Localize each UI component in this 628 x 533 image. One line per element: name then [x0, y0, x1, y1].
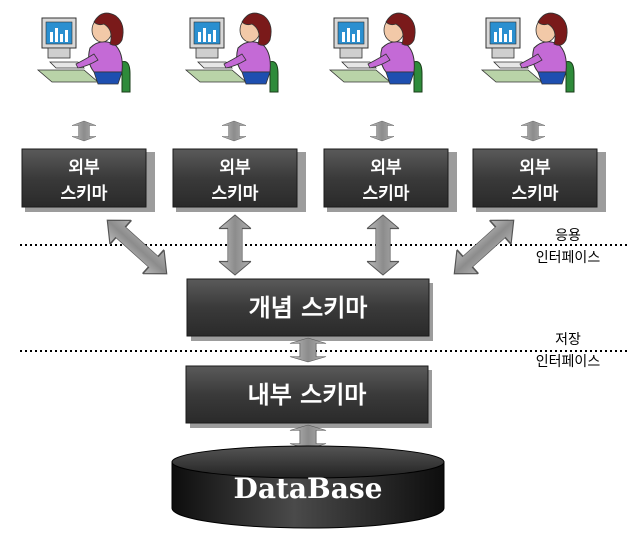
user-group-4: 외부 스키마	[472, 12, 606, 212]
external-schema-box	[21, 148, 147, 208]
internal-to-database-arrow	[289, 424, 327, 450]
storage-interface-label-line2: 인터페이스	[536, 354, 601, 370]
external-schema-label-line1: 외부	[519, 158, 551, 178]
external-schema-label-line1: 외부	[68, 158, 100, 178]
external-schema-label-line2: 스키마	[212, 184, 259, 204]
user-to-external-arrow	[369, 120, 395, 142]
external-schema-box	[172, 148, 298, 208]
conceptual-schema-box	[186, 278, 430, 337]
external-schema-box	[472, 148, 598, 208]
external-schema-label-line2: 스키마	[512, 184, 559, 204]
database-label: DataBase	[234, 472, 383, 505]
internal-schema-label: 내부 스키마	[248, 381, 367, 409]
user-to-external-arrow	[71, 120, 97, 142]
user-group-2: 외부 스키마	[172, 12, 306, 212]
user-at-computer-icon	[37, 12, 131, 93]
conceptual-schema-label: 개념 스키마	[249, 294, 368, 322]
user-at-computer-icon	[481, 12, 575, 93]
external-schema-box	[323, 148, 449, 208]
user-at-computer-icon	[185, 12, 279, 93]
user-at-computer-icon	[329, 12, 423, 93]
internal-schema-box	[185, 365, 429, 424]
user-to-external-arrow	[221, 120, 247, 142]
user-group-3: 외부 스키마	[323, 12, 457, 212]
external-to-conceptual-arrow	[442, 207, 526, 287]
external-schema-label-line2: 스키마	[61, 184, 108, 204]
user-to-external-arrow	[520, 120, 546, 142]
external-schema-label-line1: 외부	[219, 158, 251, 178]
external-schema-label-line2: 스키마	[363, 184, 410, 204]
database-cylinder: DataBase	[171, 445, 445, 529]
application-interface-label-line1: 응용	[555, 228, 581, 244]
storage-interface-label-line1: 저장	[555, 332, 581, 348]
external-to-conceptual-arrow	[95, 207, 179, 287]
application-interface-label-line2: 인터페이스	[536, 250, 601, 266]
user-group-1: 외부 스키마	[21, 12, 155, 212]
external-schema-label-line1: 외부	[370, 158, 402, 178]
